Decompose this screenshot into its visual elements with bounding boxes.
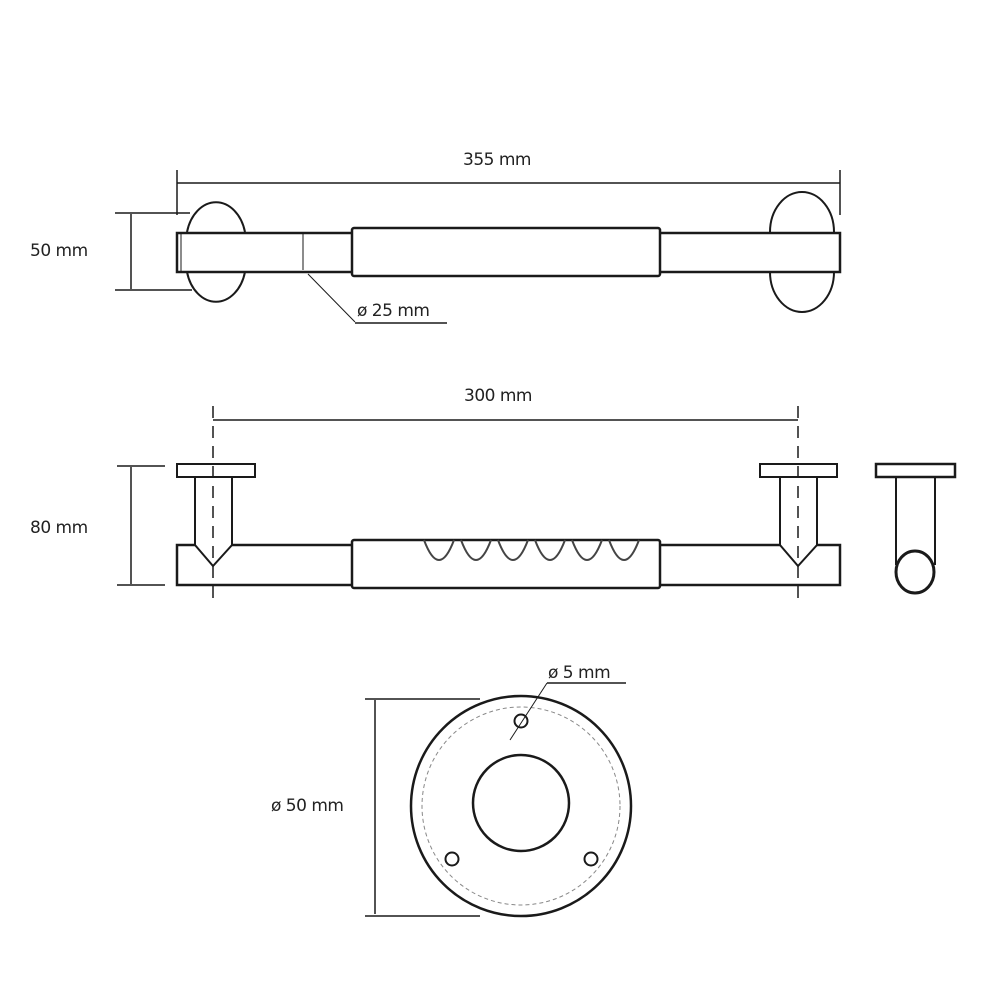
side-flange (874, 462, 957, 479)
right-post (779, 477, 818, 568)
left-post (194, 477, 233, 568)
front-view (117, 406, 957, 605)
flange-outer (409, 694, 633, 918)
height-label: 50 mm (30, 241, 88, 261)
right-rosette-top (769, 191, 835, 233)
grip-sleeve-front (350, 538, 662, 590)
center-distance-label: 300 mm (464, 386, 532, 406)
tube-diameter-label: ø 25 mm (357, 301, 430, 321)
top-view (115, 170, 842, 324)
grip-sleeve (350, 226, 662, 278)
side-tube-section (894, 549, 936, 595)
screw-hole (444, 851, 460, 867)
grip-scallops (423, 539, 640, 561)
bolt-circle (421, 706, 621, 906)
left-flange (176, 463, 256, 478)
flange-center (471, 753, 571, 853)
screw-hole (583, 851, 599, 867)
hole-diameter-label: ø 5 mm (548, 663, 611, 683)
flange-diameter-label: ø 50 mm (271, 796, 344, 816)
right-rosette-bottom (769, 271, 835, 313)
screw-hole (513, 713, 529, 729)
left-rosette-bottom (186, 271, 246, 303)
length-label: 355 mm (463, 150, 531, 170)
left-rosette-top (186, 201, 246, 233)
flange-view (365, 682, 633, 918)
right-flange (759, 463, 838, 478)
depth-label: 80 mm (30, 518, 88, 538)
